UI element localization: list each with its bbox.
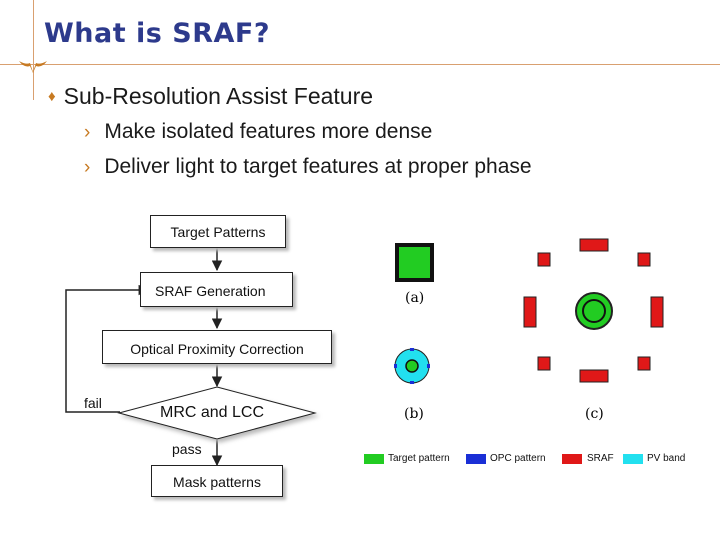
chevron-right-icon: › (84, 122, 91, 143)
legend-opc-label: OPC pattern (490, 453, 546, 464)
legend-swatch-opc (466, 454, 486, 464)
legend-swatch-target (364, 454, 384, 464)
fail-label: fail (84, 395, 102, 411)
sraf-figure (364, 238, 664, 464)
chevron-right-icon: › (84, 157, 91, 178)
longhorn-logo-icon (19, 61, 47, 73)
label-a: (a) (405, 290, 425, 306)
sub-bullet-1-text: Make isolated features more dense (104, 120, 433, 143)
legend-swatch-sraf (562, 454, 582, 464)
sraf-right (650, 296, 664, 328)
sraf-corner (637, 252, 651, 267)
sraf-left (523, 296, 537, 328)
legend-pvband-label: PV band (647, 453, 686, 464)
header-horizontal-line (0, 64, 720, 65)
sraf-bottom (579, 369, 609, 383)
mrc-label: MRC and LCC (160, 404, 265, 421)
target-patterns-box: Target Patterns (150, 215, 286, 248)
sraf-corner (537, 252, 551, 267)
target-b (405, 359, 419, 373)
opc-mark (410, 348, 414, 351)
label-b: (b) (404, 406, 424, 422)
sub-bullet-2: › Deliver light to target features at pro… (84, 155, 532, 179)
main-bullet-text: Sub-Resolution Assist Feature (63, 83, 374, 109)
bullet-diamond-icon: ♦ (48, 88, 56, 105)
pass-label: pass (172, 441, 202, 457)
target-square-a (395, 243, 434, 282)
sub-bullet-1: › Make isolated features more dense (84, 120, 432, 144)
target-patterns-label: Target Patterns (170, 224, 266, 240)
header-vertical-line (33, 0, 34, 100)
legend-target-label: Target pattern (388, 453, 450, 464)
legend-sraf-label: SRAF (587, 453, 614, 464)
sraf-corner (637, 356, 651, 371)
main-bullet: ♦ Sub-Resolution Assist Feature (48, 83, 373, 110)
slide-title: What is SRAF? (44, 18, 270, 49)
mask-patterns-box: Mask patterns (151, 465, 283, 497)
sraf-generation-box: SRAF Generation (140, 272, 293, 307)
label-c: (c) (585, 406, 604, 422)
opc-mark (394, 364, 397, 368)
legend-swatch-pvband (623, 454, 643, 464)
opc-mark (427, 364, 430, 368)
opc-label: Optical Proximity Correction (130, 341, 304, 357)
mask-patterns-label: Mask patterns (173, 474, 261, 490)
opc-box: Optical Proximity Correction (102, 330, 332, 364)
opc-mark (410, 381, 414, 384)
sraf-corner (537, 356, 551, 371)
sraf-generation-label: SRAF Generation (155, 283, 266, 299)
sraf-top (579, 238, 609, 252)
target-c-inner (582, 299, 606, 323)
sub-bullet-2-text: Deliver light to target features at prop… (104, 155, 532, 178)
